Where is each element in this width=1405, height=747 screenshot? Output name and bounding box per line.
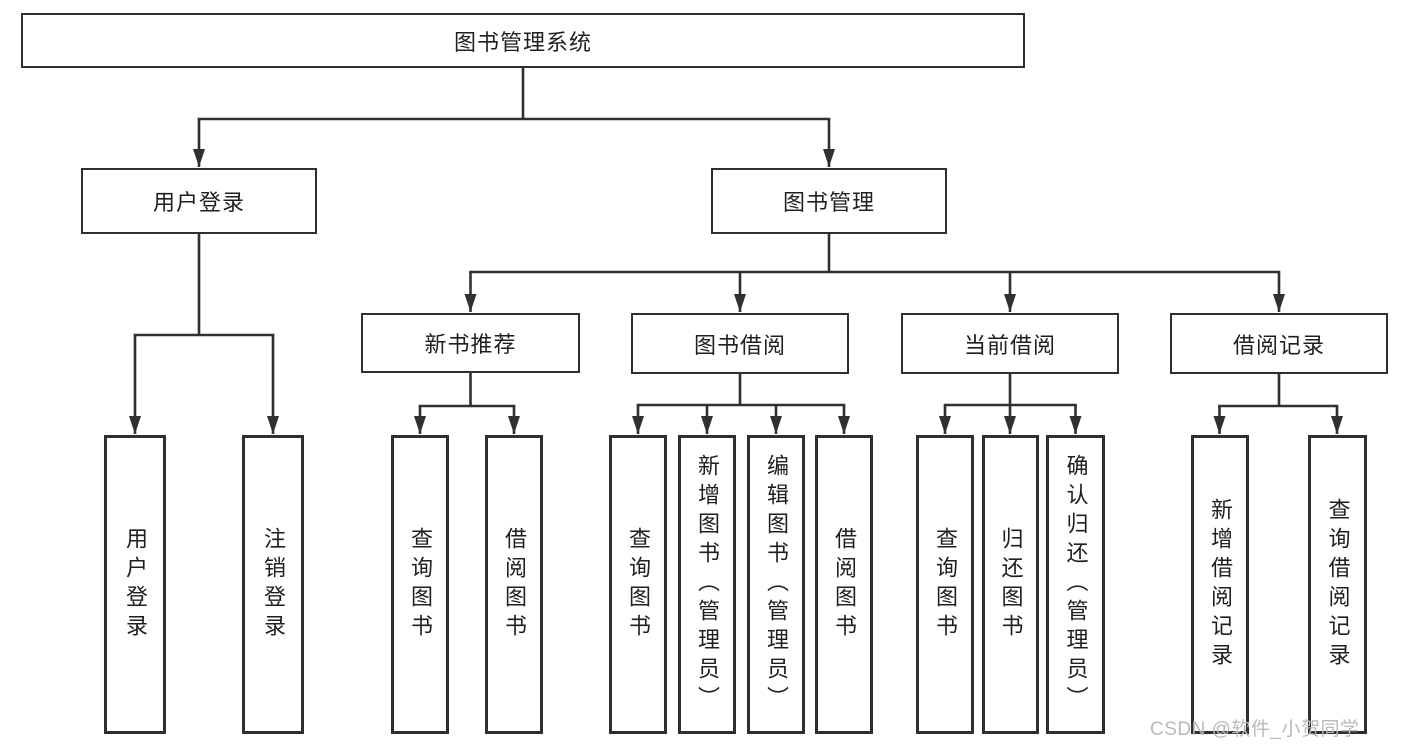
leaf-logout-login: 注销登录 xyxy=(242,435,304,734)
node-label: 查询图书 xyxy=(626,526,651,643)
connector-book-management xyxy=(464,234,1285,312)
node-label: 查询借阅记录 xyxy=(1325,497,1351,672)
node-new-book-recommendation: 新书推荐 xyxy=(361,313,580,373)
leaf-borrowing-edit-book-admin: 编辑图书（管理员） xyxy=(747,435,805,734)
node-label: 新增图书（管理员） xyxy=(695,454,720,715)
node-book-management: 图书管理 xyxy=(711,168,947,234)
node-user-login: 用户登录 xyxy=(81,168,317,234)
leaf-borrowing-add-book-admin: 新增图书（管理员） xyxy=(678,435,736,734)
node-label: 借阅图书 xyxy=(502,526,527,643)
node-current-borrowing: 当前借阅 xyxy=(901,313,1119,374)
node-label: 当前借阅 xyxy=(963,332,1056,358)
leaf-current-query-book: 查询图书 xyxy=(916,435,974,734)
connector-user-login xyxy=(129,234,279,434)
connector-borrowing-records xyxy=(1213,374,1343,434)
node-label: 用户登录 xyxy=(123,526,148,643)
node-library-management-system: 图书管理系统 xyxy=(21,13,1025,68)
leaf-recommend-query-book: 查询图书 xyxy=(391,435,449,734)
node-borrowing-records: 借阅记录 xyxy=(1170,313,1388,374)
node-label: 编辑图书（管理员） xyxy=(764,454,789,715)
node-label: 归还图书 xyxy=(998,526,1024,643)
node-label: 注销登录 xyxy=(261,526,286,643)
connector-book-borrowing xyxy=(632,374,850,434)
node-label: 图书借阅 xyxy=(693,332,786,358)
node-label: 借阅记录 xyxy=(1232,332,1325,358)
leaf-current-return-book: 归还图书 xyxy=(982,435,1039,734)
node-label: 借阅图书 xyxy=(832,526,857,643)
leaf-borrowing-borrow-book: 借阅图书 xyxy=(815,435,873,734)
node-label: 查询图书 xyxy=(933,526,958,643)
node-label: 图书管理系统 xyxy=(453,29,592,55)
connector-root xyxy=(193,68,835,167)
connector-current-borrowing xyxy=(939,374,1082,434)
leaf-borrowing-query-book: 查询图书 xyxy=(609,435,667,734)
node-label: 图书管理 xyxy=(782,190,875,215)
leaf-user-login: 用户登录 xyxy=(104,435,166,734)
leaf-current-confirm-return-admin: 确认归还（管理员） xyxy=(1046,435,1105,734)
leaf-records-query-borrow-record: 查询借阅记录 xyxy=(1308,435,1367,734)
node-label: 新增借阅记录 xyxy=(1208,497,1233,672)
leaf-records-add-borrow-record: 新增借阅记录 xyxy=(1191,435,1249,734)
connector-new-book-recommendation xyxy=(414,373,520,434)
node-label: 查询图书 xyxy=(408,526,433,643)
node-label: 新书推荐 xyxy=(424,332,517,357)
node-book-borrowing: 图书借阅 xyxy=(631,313,849,374)
node-label: 用户登录 xyxy=(152,190,245,215)
node-label: 确认归还（管理员） xyxy=(1063,454,1089,715)
csdn-watermark: CSDN @软件_小贺同学 xyxy=(1150,719,1360,740)
leaf-recommend-borrow-book: 借阅图书 xyxy=(485,435,543,734)
